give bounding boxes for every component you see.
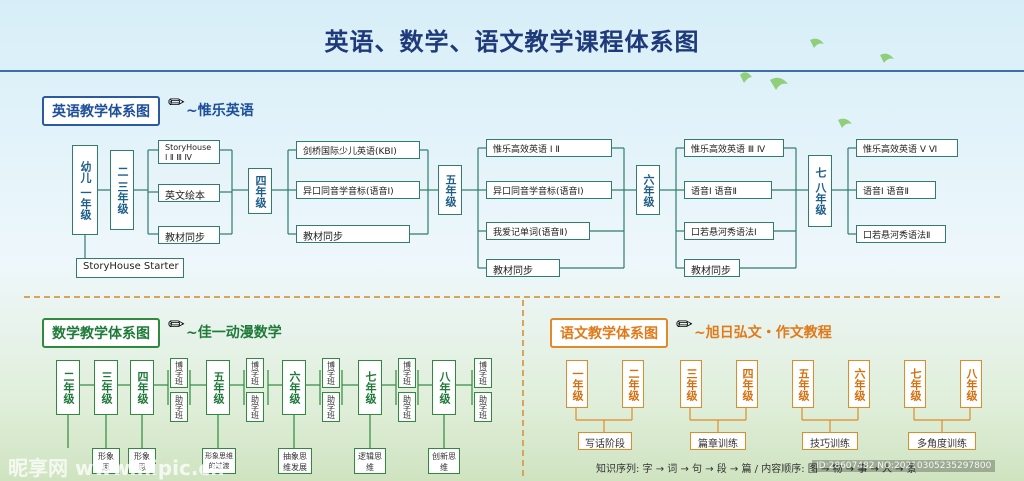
english-c4-item: 语音Ⅰ 语音Ⅱ <box>684 181 772 199</box>
math-grade: 五年级 <box>206 360 230 415</box>
english-c3-item: 我爱记单词(语音Ⅱ) <box>486 222 590 240</box>
math-thinking-stage: 形象思 <box>128 448 156 474</box>
math-grade: 八年级 <box>432 360 456 415</box>
chinese-grade: 一年级 <box>566 360 588 408</box>
math-thinking-stage: 抽象思维发展 <box>278 448 312 474</box>
chinese-grade: 七年级 <box>904 360 926 408</box>
math-class-support: 助学班 <box>322 392 340 422</box>
chinese-stage: 技巧训练 <box>802 432 858 450</box>
section-divider-vertical <box>522 300 524 476</box>
english-c4-item: 教材同步 <box>684 259 740 277</box>
math-class-support: 助学班 <box>246 392 264 422</box>
title-divider <box>0 70 1024 72</box>
section-divider <box>24 296 1000 298</box>
english-grade-5: 五年级 <box>438 165 462 215</box>
chinese-stage: 篇章训练 <box>690 432 746 450</box>
chinese-stage: 多角度训练 <box>908 432 976 450</box>
english-c2-item: 异口同音学音标(语音I) <box>296 181 420 199</box>
math-thinking-stage: 形象思维的过渡 <box>202 448 236 474</box>
math-thinking-stage: 创新思维 <box>428 448 460 474</box>
page-title: 英语、数学、语文教学课程体系图 <box>324 28 700 56</box>
math-grade: 六年级 <box>282 360 306 415</box>
english-grade-4: 四年级 <box>248 168 272 214</box>
chinese-sequence-note: 知识序列: 字 → 词 → 句 → 段 → 篇 / 内容顺序: 图 → 物 → … <box>596 464 917 475</box>
math-grade: 二年级 <box>56 360 80 415</box>
math-grade: 四年级 <box>130 360 154 415</box>
english-c5-item: 语音Ⅰ 语音Ⅱ <box>856 181 936 199</box>
english-c5-item: 口若悬河秀语法Ⅱ <box>856 225 946 243</box>
english-grade-2-3: 二 三年级 <box>110 150 134 230</box>
pencil-icon: ✏ <box>676 312 693 336</box>
math-class-advanced: 博学班 <box>170 358 188 388</box>
math-thinking-stage: 形象思 <box>92 448 120 474</box>
math-section-subtitle: ~佳一动漫数学 <box>186 325 282 341</box>
chinese-section-subtitle: ~旭日弘文・作文教程 <box>694 325 832 341</box>
chinese-grade: 二年级 <box>622 360 644 408</box>
english-c5-item: 惟乐高效英语 Ⅴ Ⅵ <box>856 139 958 157</box>
watermark-left: 昵享网 www.nipic.cn <box>8 456 225 480</box>
math-class-support: 助学班 <box>170 392 188 422</box>
english-c1-item: StoryHouse Ⅰ Ⅱ Ⅲ Ⅳ <box>158 140 220 164</box>
english-c2-item: 剑桥国际少儿英语(KBI) <box>296 141 420 159</box>
math-class-advanced: 博学班 <box>398 358 416 388</box>
pencil-icon: ✏ <box>168 90 185 114</box>
math-class-advanced: 博学班 <box>322 358 340 388</box>
english-c2-item: 教材同步 <box>296 225 410 243</box>
math-class-support: 助学班 <box>474 392 492 422</box>
english-c3-item: 惟乐高效英语 Ⅰ Ⅱ <box>486 139 612 157</box>
english-grade-k1: 幼儿 一年级 <box>72 145 98 235</box>
math-class-advanced: 博学班 <box>474 358 492 388</box>
math-class-advanced: 博学班 <box>246 358 264 388</box>
english-c3-item: 教材同步 <box>486 259 560 277</box>
math-class-support: 助学班 <box>398 392 416 422</box>
english-grade-6: 六年级 <box>636 165 660 215</box>
math-section-heading: 数学教学体系图 <box>42 318 160 348</box>
chinese-section-heading: 语文教学体系图 <box>550 318 668 348</box>
english-c1-item: 英文绘本 <box>158 184 220 202</box>
chinese-grade: 八年级 <box>960 360 982 408</box>
english-section-subtitle: ~惟乐英语 <box>186 103 254 119</box>
chinese-grade: 四年级 <box>736 360 758 408</box>
birds-decoration <box>740 38 894 128</box>
math-thinking-stage: 逻辑思维 <box>354 448 386 474</box>
english-c3-item: 异口同音学音标(语音I) <box>486 181 612 199</box>
math-grade: 三年级 <box>94 360 118 415</box>
chinese-grade: 三年级 <box>680 360 702 408</box>
math-grade: 七年级 <box>358 360 382 415</box>
english-section-heading: 英语教学体系图 <box>42 96 160 126</box>
english-grade-7-8: 七 八年级 <box>808 155 832 227</box>
watermark-right: ID:28607482 NO:20210305235297800 <box>812 460 996 472</box>
english-c4-item: 惟乐高效英语 Ⅲ Ⅳ <box>684 139 784 157</box>
pencil-icon: ✏ <box>168 312 185 336</box>
chinese-grade: 六年级 <box>848 360 870 408</box>
english-c1-item: 教材同步 <box>158 226 220 244</box>
chinese-stage: 写话阶段 <box>578 432 632 450</box>
english-starter: StoryHouse Starter <box>76 258 184 278</box>
chinese-grade: 五年级 <box>792 360 814 408</box>
english-c4-item: 口若悬河秀语法Ⅰ <box>684 222 774 240</box>
